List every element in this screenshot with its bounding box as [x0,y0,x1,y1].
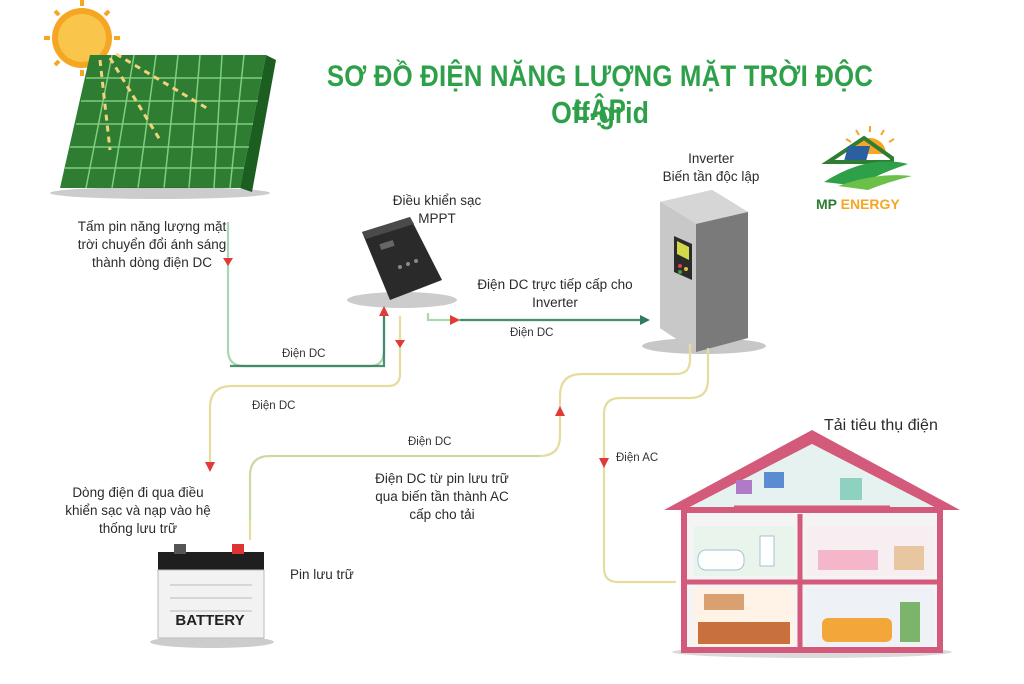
inverter-icon [642,190,766,354]
battery-inverter-description: Điện DC từ pin lưu trữ qua biến tần thàn… [375,471,509,522]
mppt-controller-icon [347,217,457,308]
flow-label: Điện DC [282,348,326,360]
logo-text: MP ENERGY [816,196,900,212]
arrow-down-icon [395,340,405,348]
arrow-down-icon [223,258,233,266]
flow-controller-battery [208,316,402,468]
solar-panel-illustration [44,0,276,199]
arrow-up-icon [379,306,389,316]
battery-text: BATTERY [175,612,245,629]
flow-label: Điện AC [616,452,659,464]
diagram-title: SƠ ĐỒ ĐIỆN NĂNG LƯỢNG MẶT TRỜI ĐỘC LẬP [326,60,874,127]
arrow-up-icon [555,406,565,416]
mp-energy-logo [821,126,912,190]
arrow-down-icon [205,462,215,472]
arrow-down-icon [599,458,609,468]
flow-panel-controller [226,222,386,368]
inverter-label: Inverter Biến tần độc lập [662,151,760,184]
battery-icon [150,544,274,648]
sun-icon [44,0,120,76]
battery-description: Dòng điện đi qua điều khiển sạc và nạp v… [65,485,211,536]
load-label: Tải tiêu thụ điện [824,417,938,434]
flow-label: Điện DC [408,436,452,448]
flow-label: Điện DC [252,400,296,412]
diagram-subtitle: Off-grid [551,95,649,130]
house-illustration [664,430,960,658]
arrow-right-icon [450,315,460,325]
battery-label: Pin lưu trữ [290,567,354,582]
controller-label: Điều khiển sạc MPPT [392,193,482,226]
controller-inverter-description: Điện DC trực tiếp cấp cho Inverter [477,277,633,310]
arrow-right-icon [640,315,650,325]
flow-inverter-load [602,348,710,584]
flow-label: Điện DC [510,327,554,339]
panel-description: Tấm pin năng lượng mặt trời chuyển đổi á… [77,219,227,270]
